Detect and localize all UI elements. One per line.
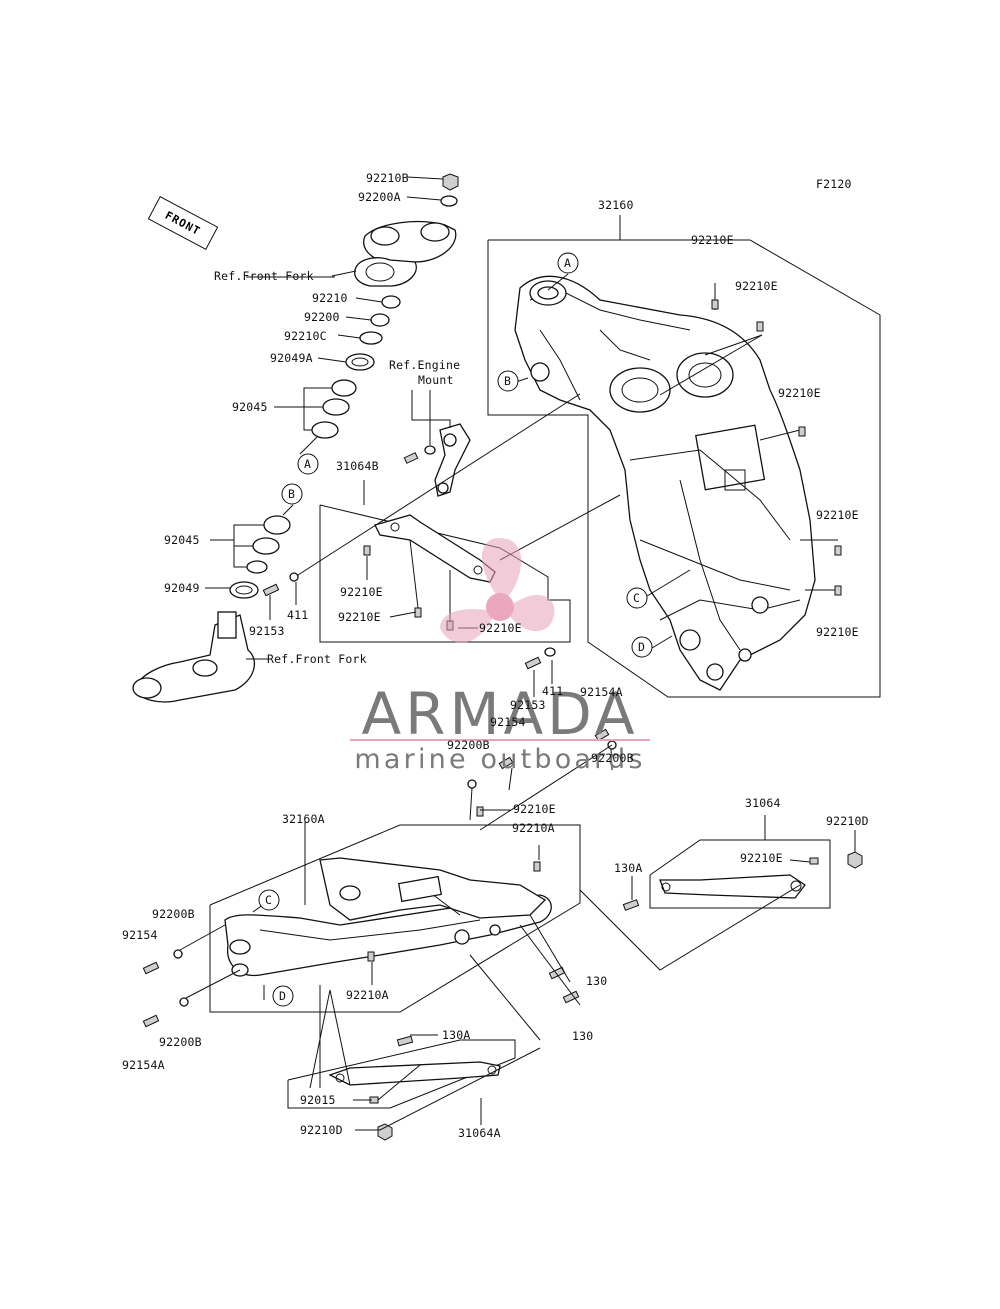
part-label-92210E-r2: 92210E — [816, 508, 859, 522]
box-31064 — [649, 839, 831, 909]
part-label-92210E-b: 92210E — [338, 610, 381, 624]
bar-31064A — [328, 1061, 501, 1086]
box-31064A — [287, 1039, 516, 1109]
part-label-32160A: 32160A — [282, 812, 325, 826]
part-label-411-right: 411 — [542, 684, 564, 698]
part-label-130-a: 130 — [586, 974, 608, 988]
callout-C-subframe: C — [265, 893, 273, 907]
part-label-92210B: 92210B — [366, 171, 409, 185]
main-frame-32160 — [514, 275, 816, 691]
watermark-subtitle: marine outboards — [354, 744, 646, 775]
callout-D-frame: D — [638, 640, 646, 654]
part-label-92210E-r3: 92210E — [816, 625, 859, 639]
part-label-92210E-top1: 92210E — [691, 233, 734, 247]
part-label-92210E-a: 92210E — [340, 585, 383, 599]
diagram-code: F2120 — [816, 177, 852, 191]
part-label-92200B-low: 92200B — [159, 1035, 202, 1049]
callout-C-frame: C — [633, 591, 641, 605]
part-label-130A-a: 130A — [614, 861, 643, 875]
part-label-92153-left: 92153 — [249, 624, 285, 638]
part-label-130A-b: 130A — [442, 1028, 471, 1042]
callout-circles — [258, 252, 653, 1007]
part-label-92210C: 92210C — [284, 329, 327, 343]
callout-A-frame: A — [564, 256, 572, 270]
part-label-92015: 92015 — [300, 1093, 336, 1107]
steering-stem-parts — [132, 173, 459, 703]
part-label-92154-left: 92154 — [122, 928, 158, 942]
part-label-31064: 31064 — [745, 796, 781, 810]
part-label-92154A-top: 92154A — [580, 685, 623, 699]
bracket-31064B — [374, 514, 496, 583]
part-label-92210A-a: 92210A — [512, 821, 555, 835]
part-label-92200B-b: 92200B — [591, 751, 634, 765]
part-label-411-left: 411 — [287, 608, 309, 622]
part-label-92045-upper: 92045 — [232, 400, 268, 414]
subframe-32160A — [224, 857, 552, 977]
watermark-divider — [350, 739, 650, 741]
part-label-92210E-mid: 92210E — [513, 802, 556, 816]
watermark-propeller — [440, 538, 555, 643]
part-label-92210D-a: 92210D — [826, 814, 869, 828]
part-label-92200B-a: 92200B — [447, 738, 490, 752]
part-label-92154-top: 92154 — [490, 715, 526, 729]
bar-31064 — [659, 874, 806, 899]
ref-front-fork-top: Ref.Front Fork — [214, 269, 314, 283]
callout-A-stem: A — [304, 457, 312, 471]
engine-mount — [403, 390, 471, 497]
part-label-92210E-top2: 92210E — [735, 279, 778, 293]
part-label-92154A-low: 92154A — [122, 1058, 165, 1072]
part-label-92045-lower: 92045 — [164, 533, 200, 547]
callout-B-frame: B — [504, 374, 512, 388]
part-label-92200A: 92200A — [358, 190, 401, 204]
box-32160A — [209, 824, 581, 1013]
part-label-92210E-r1: 92210E — [778, 386, 821, 400]
part-label-92200B-left: 92200B — [152, 907, 195, 921]
ref-front-fork-bottom: Ref.Front Fork — [267, 652, 367, 666]
part-label-32160: 32160 — [598, 198, 634, 212]
part-label-92049A: 92049A — [270, 351, 313, 365]
part-label-92210A-b: 92210A — [346, 988, 389, 1002]
ref-engine-line2: Mount — [418, 373, 454, 387]
part-label-31064A: 31064A — [458, 1126, 501, 1140]
part-label-92210E-c: 92210E — [479, 621, 522, 635]
callout-B-stem: B — [288, 487, 296, 501]
callout-D-subframe: D — [279, 989, 287, 1003]
watermark-title: ARMADA — [361, 680, 639, 748]
part-label-92210E-31064: 92210E — [740, 851, 783, 865]
ref-engine-line1: Ref.Engine — [389, 358, 461, 372]
part-label-92210: 92210 — [312, 291, 348, 305]
part-label-130-b: 130 — [572, 1029, 594, 1043]
part-label-31064B: 31064B — [336, 459, 379, 473]
part-label-92049: 92049 — [164, 581, 200, 595]
part-label-92210D-b: 92210D — [300, 1123, 343, 1137]
frame-outline — [487, 239, 881, 698]
part-label-92200: 92200 — [304, 310, 340, 324]
part-label-92153-right: 92153 — [510, 698, 546, 712]
